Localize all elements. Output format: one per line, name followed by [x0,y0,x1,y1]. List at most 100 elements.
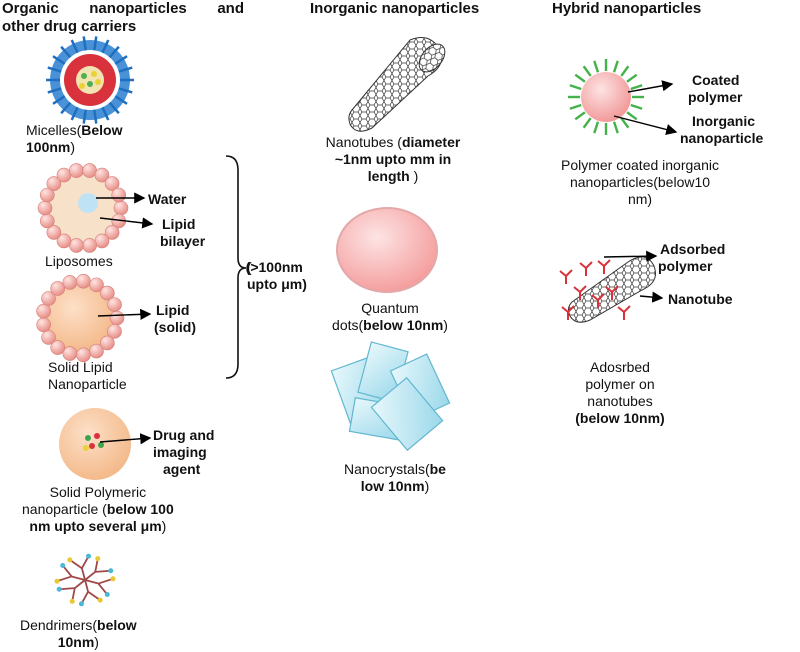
lipid-head-bead [107,324,122,339]
qdots-caption: Quantum dots(below 10nm) [332,300,448,333]
micelle-tail [114,95,128,105]
lipid-head-bead [69,163,84,178]
lipid-head-bead [56,167,72,183]
liposome-figure [37,163,129,253]
dendrimer-end [60,562,66,568]
lipid-head-bead [100,285,115,301]
micelle-tail [93,109,98,124]
nanocrystals-caption: Nanocrystals(be low 10nm) [344,461,446,494]
lipid-bilayer-label-2: bilayer [160,233,206,249]
nanocrystal-figure [330,341,451,452]
coated-caption: Polymer coated inorganic nanoparticles(b… [561,157,719,207]
header-inorganic: Inorganic nanoparticles [310,0,480,17]
micelle-tail [93,36,98,51]
dendrimer-branch [74,579,86,589]
lipid-head-bead [100,335,115,351]
liposomes-caption: Liposomes [45,253,113,269]
drug-agent-label: Drug and imaging agent [153,427,215,477]
coat-polymer-chain [593,60,600,73]
adsorbed-polymer-chain [573,285,587,300]
solid-polymeric-figure [59,408,131,480]
lipid-solid-label-2: (solid) [154,319,196,335]
lipid-head-bead [39,187,55,203]
dendrimer-branch [95,569,111,573]
lipid-head-bead [69,238,84,253]
lipid-head-bead [82,238,97,253]
coat-polymer-chain [626,73,638,83]
nanotubes-caption: Nanotubes (diameter ~1nm upto mm in leng… [325,134,461,184]
lipid-head-bead [36,303,51,319]
dendrimer-end [78,601,84,607]
solid-lipid-figure [36,273,125,363]
micelle-tail [108,101,120,115]
coated-inorganic-figure [568,59,644,135]
nanotube-label: Nanotube [668,291,733,307]
lipid-head-bead [36,317,51,333]
adsorbed-polymer-chain [591,293,605,308]
lipid-head-bead [50,281,66,296]
micelle-tail [82,36,87,51]
dendrimer-figure [54,553,116,607]
lipid-head-bead [37,200,53,216]
lipid-head-bead [94,167,110,183]
coat-polymer-chain [626,111,638,121]
micelle-tail [70,39,79,54]
coat-polymer-chain [569,84,582,91]
adsorbed-polymer-chain [559,269,573,284]
sln-caption: Solid Lipid Nanoparticle [48,359,127,392]
header-organic-w1: Organic [2,0,59,17]
coat-polymer-chain [612,60,619,73]
adsorbed-polymer-chain [605,285,619,300]
dendrimer-end [95,556,101,562]
header-organic: Organic nanoparticles and other drug car… [2,0,244,36]
dendrimer-end [56,586,62,592]
header-organic-w2: nanoparticles [89,0,187,17]
size-bracket [225,155,247,379]
lipid-head-bead [56,233,72,249]
dendrimer-end [67,557,73,563]
header-organic-w3: and [217,0,244,17]
dendrimer-branch [81,568,86,581]
inorganic-nanoparticle-label: Inorganic nanoparticle [680,113,764,146]
dendrimer-end [104,592,110,598]
dendrimer-end [86,553,92,559]
coated-polymer-label: Coated polymer [688,72,743,105]
micelle-tail [52,95,66,105]
micelle-tail [52,55,66,65]
coat-polymer-chain [620,65,630,77]
dendrimer-end [110,576,116,582]
dendrimer-branch [84,579,99,585]
micelle-tail [101,106,110,121]
lipid-head-bead [46,176,62,191]
coat-polymer-chain [574,111,586,121]
dendrimer-branch [84,571,96,581]
dendrimer-end [97,597,103,603]
lipid-head-bead [111,187,127,203]
lipid-head-bead [89,277,104,293]
adsorbed-polymer-chain [561,305,575,320]
micelle-tail [82,109,87,124]
coat-polymer-chain [620,117,630,129]
nanotube-figure [348,37,446,132]
lipid-head-bead [50,340,66,355]
lipid-head-bead [104,225,120,240]
coat-polymer-chain [612,121,619,134]
lipid-head-bead [41,291,56,306]
adsorbed-polymer-chain [617,305,631,320]
coat-polymer-chain [593,121,600,134]
header-hybrid: Hybrid nanoparticles [552,0,702,17]
lipid-head-bead [89,343,104,359]
micelle-tail [101,39,110,54]
dendrimer-branch [84,579,89,592]
micelle-tail [47,87,62,94]
lipid-head-bead [46,225,62,240]
coat-polymer-chain [574,73,586,83]
water-label: Water [148,191,187,207]
spn-caption: Solid Polymeric nanoparticle (below 100 … [22,484,174,534]
micelle-tail [60,101,72,115]
micelle-tail [118,66,133,73]
lipid-head-bead [109,310,125,326]
micelle-tail [47,66,62,73]
lipid-head-bead [76,273,91,289]
